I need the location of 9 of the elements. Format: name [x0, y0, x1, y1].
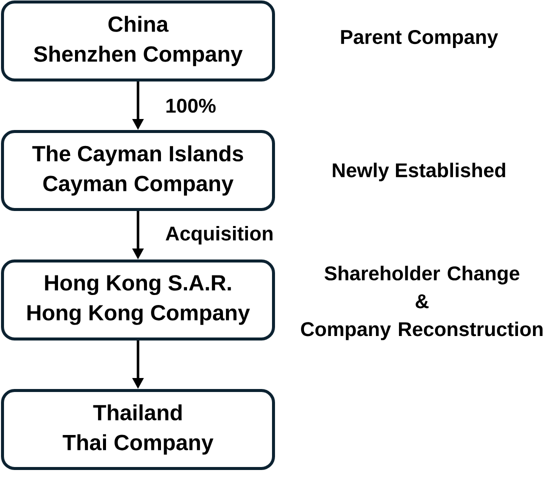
- side-note: Shareholder Change & Company Reconstruction: [301, 266, 543, 340]
- entity-box: China Shenzhen Company: [1, 0, 275, 82]
- edge-label: 100%: [164, 98, 218, 114]
- side-note: Newly Established: [332, 162, 506, 182]
- entity-box: The Cayman Islands Cayman Company: [1, 130, 275, 211]
- side-note: Parent Company: [341, 30, 498, 48]
- edge-label: Acquisition: [164, 224, 275, 246]
- entity-box: Thailand Thai Company: [1, 389, 275, 470]
- entity-box: Hong Kong S.A.R. Hong Kong Company: [1, 260, 275, 340]
